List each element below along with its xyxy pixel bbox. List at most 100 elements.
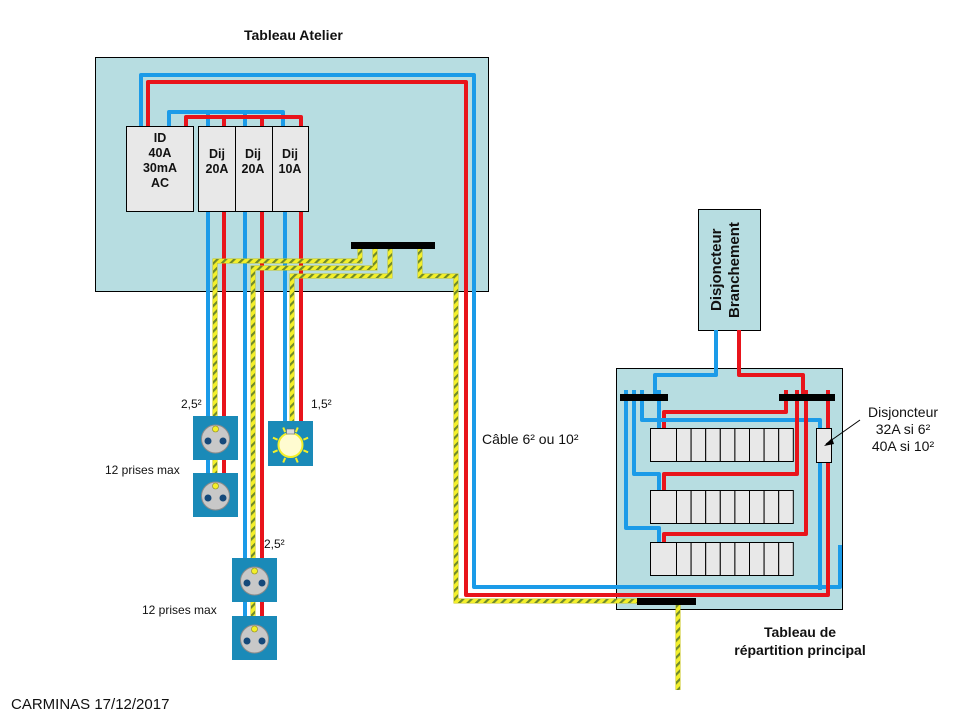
feeder-earth-edge	[417, 245, 640, 604]
main-panel-title: Tableau de répartition principal	[700, 623, 900, 659]
row-1-module-3	[690, 428, 707, 462]
lighting-section: 1,5²	[311, 397, 332, 411]
row-3-module-4	[705, 542, 721, 576]
row-2-module-7	[749, 490, 765, 524]
phase-bus-bar	[779, 394, 835, 401]
row-1-module-8	[763, 428, 780, 462]
neutral-comb	[167, 110, 285, 128]
row-3-module-6	[734, 542, 751, 576]
rcd-label-rating: 40A	[148, 146, 172, 160]
socket-circuit-1-b-earth-pin	[212, 482, 219, 490]
mcb-1-label: Dij 20A	[199, 147, 235, 177]
socket-circuit-2-b-pin-right	[258, 637, 266, 645]
rcd-label-sensitivity: 30mA	[142, 161, 178, 175]
sockets-1-section: 2,5²	[181, 397, 202, 411]
feeder-neutral-wire	[139, 73, 842, 589]
row-3-module-2	[676, 542, 692, 576]
socket-circuit-2-b-face	[240, 624, 269, 654]
mcb-1-label-type: Dij	[209, 147, 225, 161]
footer-author-date: CARMINAS 17/12/2017	[11, 696, 170, 713]
row-1-module-9	[778, 428, 794, 462]
light-ray-8	[303, 436, 309, 441]
socket-circuit-1-a-face	[201, 424, 230, 454]
mcb-3-label-type: Dij	[282, 147, 298, 161]
socket-circuit-2-a-pin-right	[258, 579, 266, 587]
row-1-module-5	[719, 428, 736, 462]
light-bulb-cap	[286, 428, 295, 435]
feeder-breaker-note: Disjoncteur 32A si 6² 40A si 10²	[858, 404, 948, 455]
row-2-neutral	[632, 398, 661, 490]
row-3-main-module	[650, 542, 677, 576]
mcb-3-breaker	[272, 126, 309, 212]
light-bulb-icon	[277, 432, 304, 458]
row-2-module-6	[734, 490, 751, 524]
light-ray-5	[272, 436, 278, 441]
row-1-module-6	[734, 428, 751, 462]
socket-circuit-1-b-pin-left	[204, 494, 212, 502]
main-breaker-enclosure	[698, 209, 761, 331]
lighting-earth	[290, 245, 392, 422]
feeder-breaker-note-line2: 32A si 6²	[875, 421, 931, 437]
light-ray-7	[294, 427, 299, 433]
main-panel-title-line2: répartition principal	[734, 642, 866, 658]
light-ray-4	[272, 449, 278, 454]
feeder-breaker-note-line3: 40A si 10²	[871, 438, 935, 454]
socket-circuit-1-b-face	[201, 481, 230, 511]
row-3-module-3	[690, 542, 707, 576]
main-panel-title-line1: Tableau de	[763, 624, 837, 640]
row-1-main-module	[650, 428, 677, 462]
circuit-1-earth	[213, 245, 362, 418]
light-ray-3	[282, 457, 287, 463]
sockets-2-section: 2,5²	[264, 537, 285, 551]
row-2-phase	[662, 398, 799, 490]
mcb-2-label: Dij 20A	[235, 147, 271, 177]
light-ray-2	[294, 457, 299, 463]
row-3-module-7	[749, 542, 765, 576]
socket-circuit-1-a-pin-right	[219, 437, 227, 445]
feeder-breaker-neutral	[640, 398, 822, 430]
row-2-main-module	[650, 490, 677, 524]
sub-panel-earth-bar	[351, 242, 435, 249]
sub-panel-title: Tableau Atelier	[244, 27, 343, 43]
main-breaker-label-line2: Branchement	[726, 222, 743, 318]
socket-circuit-2-a-pin-left	[243, 579, 251, 587]
mcb-1-label-rating: 20A	[205, 162, 229, 176]
socket-circuit-1-a-earth-pin	[212, 425, 219, 433]
main-breaker-label: Disjoncteur Branchement	[708, 212, 752, 328]
main-breaker-label-line1: Disjoncteur	[708, 228, 725, 312]
sockets-1-note: 12 prises max	[105, 463, 180, 477]
light-ray-1	[303, 449, 309, 454]
socket-circuit-2-a-face	[240, 566, 269, 596]
feeder-breaker	[816, 428, 832, 463]
rcd-label-type: ID	[153, 131, 167, 145]
row-3-module-9	[778, 542, 794, 576]
mcb-3-label: Dij 10A	[272, 147, 308, 177]
row-2-module-9	[778, 490, 794, 524]
supply-phase-wire	[737, 330, 805, 395]
main-panel-earth-bar	[637, 598, 696, 605]
row-3-neutral	[624, 398, 661, 542]
mcb-2-label-type: Dij	[245, 147, 261, 161]
mcb-2-label-rating: 20A	[241, 162, 265, 176]
row-1-module-2	[676, 428, 692, 462]
row-2-module-4	[705, 490, 721, 524]
row-3-module-5	[719, 542, 736, 576]
row-2-module-5	[719, 490, 736, 524]
socket-circuit-2-a-earth-pin	[251, 567, 258, 575]
row-2-module-8	[763, 490, 780, 524]
socket-circuit-2-b-earth-pin	[251, 625, 258, 633]
feeder-earth	[418, 245, 640, 603]
socket-circuit-2-b-pin-left	[243, 637, 251, 645]
light-ray-6	[282, 427, 287, 433]
sockets-2-note: 12 prises max	[142, 603, 217, 617]
phase-comb	[184, 115, 303, 128]
rcd-label-class: AC	[150, 176, 170, 190]
mcb-3-label-rating: 10A	[278, 162, 302, 176]
row-3-phase	[662, 398, 808, 542]
circuit-2-earth	[251, 245, 377, 560]
feeder-cable-label: Câble 6² ou 10²	[482, 431, 579, 447]
row-2-module-3	[690, 490, 707, 524]
neutral-bus-bar	[620, 394, 668, 401]
row-1-module-4	[705, 428, 721, 462]
